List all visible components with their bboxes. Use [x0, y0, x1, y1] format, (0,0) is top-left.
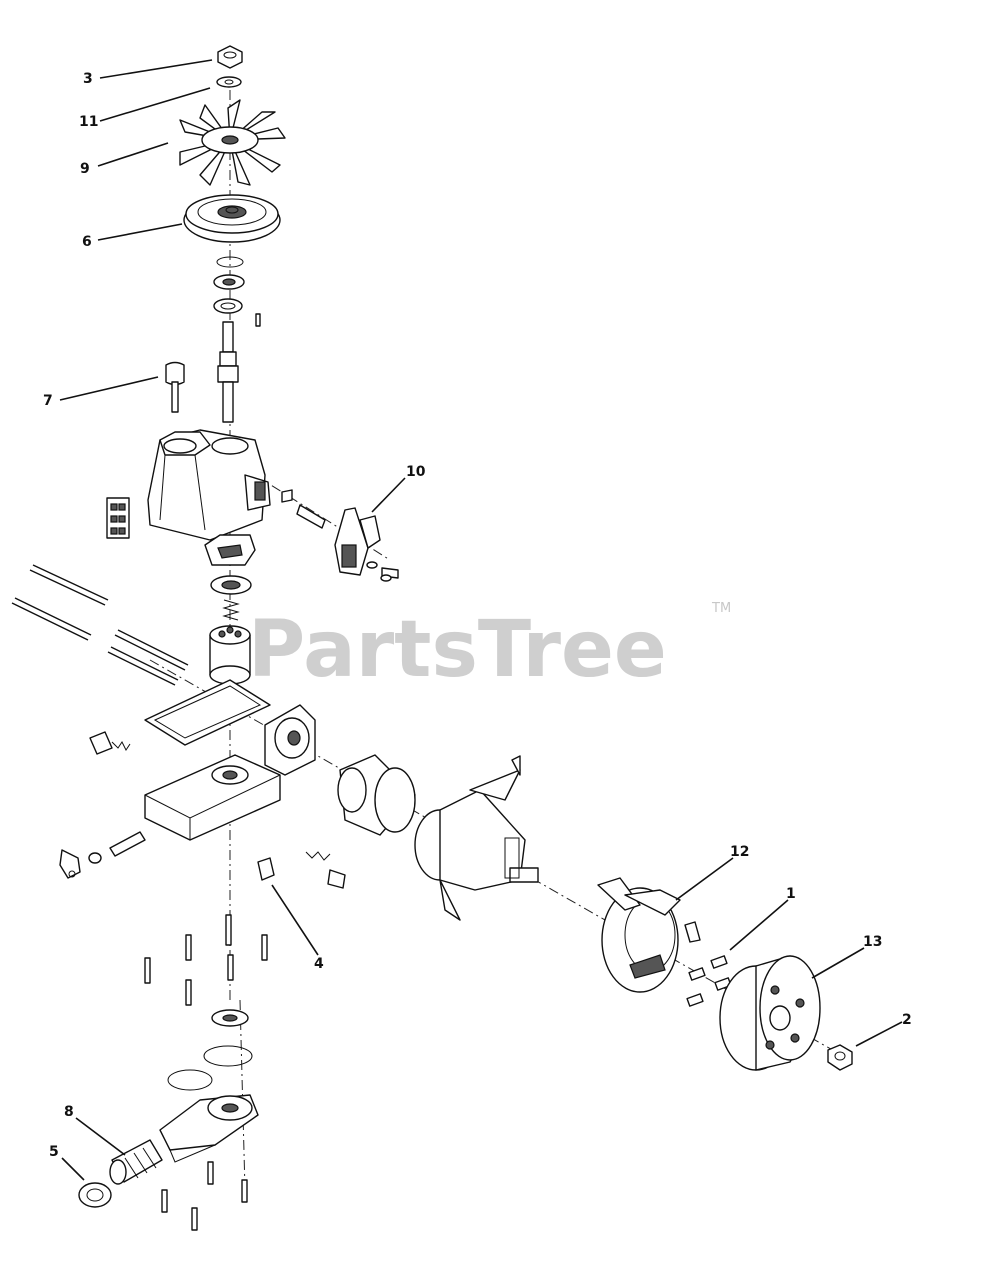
oil-filter [337, 754, 416, 836]
callout-5: 5 [49, 1144, 59, 1160]
callouts: 3 11 9 6 7 10 4 12 1 13 2 8 5 [43, 71, 912, 1160]
check-valve [89, 731, 131, 755]
input-shaft [217, 313, 261, 423]
cylinder-block [209, 625, 251, 685]
axle-nut [827, 1044, 853, 1071]
lower-bearing [211, 1009, 249, 1027]
gasket [144, 679, 271, 746]
filter-element [109, 1139, 163, 1185]
callout-1: 1 [786, 886, 796, 902]
bypass-rod [59, 831, 146, 879]
watermark-text: PartsTree [248, 605, 667, 695]
decal [106, 497, 130, 539]
cooling-fan [179, 99, 286, 186]
callout-6: 6 [82, 234, 92, 250]
brake-assembly [597, 877, 701, 993]
transmission-housing [147, 429, 271, 541]
callout-9: 9 [80, 161, 90, 177]
leader-lines [59, 59, 903, 1181]
callout-7: 7 [43, 393, 53, 409]
gear-case [159, 1094, 259, 1163]
control-arm-axis [254, 474, 391, 561]
control-arm-assembly [281, 489, 399, 582]
long-bolts [11, 564, 189, 686]
housing-screws [144, 914, 268, 1006]
callout-4: 4 [314, 956, 324, 972]
callout-8: 8 [64, 1104, 74, 1120]
callout-10: 10 [406, 464, 426, 480]
callout-11: 11 [79, 114, 98, 130]
lower-axis [239, 999, 246, 1191]
swash-plate-cradle [204, 534, 256, 566]
top-nut [217, 45, 243, 69]
washer [216, 76, 242, 88]
callout-3: 3 [83, 71, 93, 87]
watermark-tm: TM [711, 601, 731, 616]
spring [222, 599, 240, 621]
callout-13: 13 [863, 934, 882, 950]
thrust-bearing [210, 575, 252, 595]
lower-o-rings [167, 1045, 253, 1091]
gear-case-screws [161, 1161, 248, 1231]
vent-plug [165, 361, 185, 413]
filter-cap [78, 1182, 112, 1208]
wheel-studs [686, 955, 732, 1007]
wheel-hub [719, 955, 821, 1071]
callout-12: 12 [730, 844, 749, 860]
upper-seal [213, 298, 243, 314]
upper-bearing [213, 274, 245, 290]
retaining-ring [216, 256, 244, 268]
center-section [144, 704, 316, 841]
plug [257, 851, 346, 889]
callout-2: 2 [902, 1012, 912, 1028]
pulley [183, 194, 281, 243]
axle-housing [414, 755, 539, 921]
